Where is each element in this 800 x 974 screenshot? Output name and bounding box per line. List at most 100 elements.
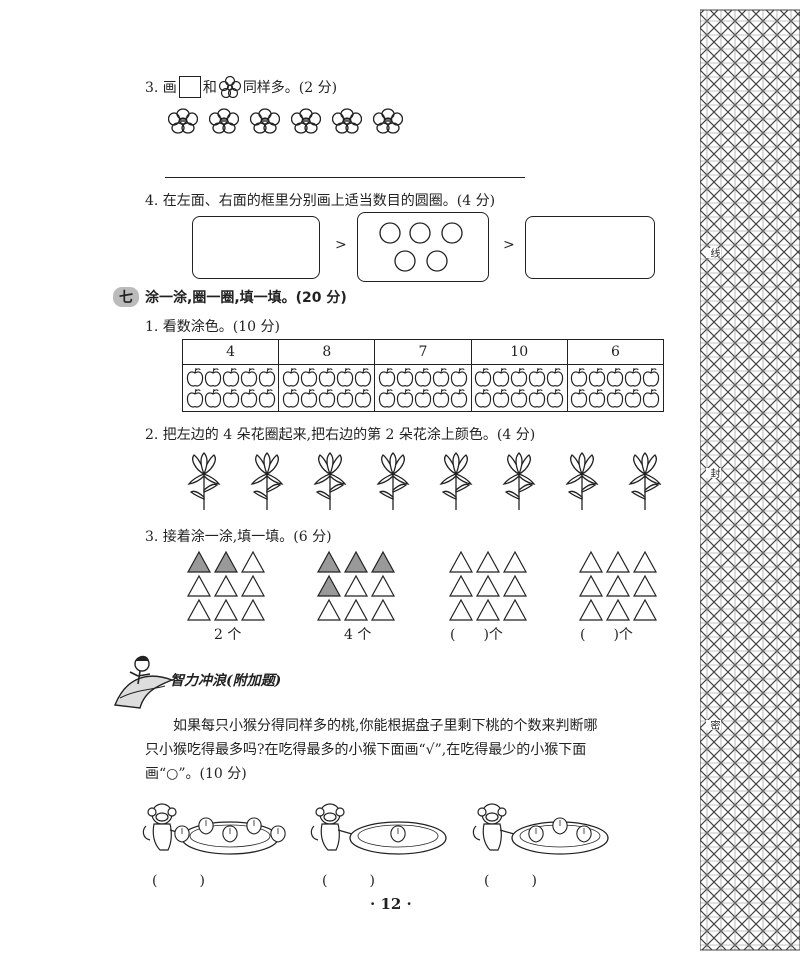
apple-icon[interactable] xyxy=(546,388,564,409)
apple-icon[interactable] xyxy=(432,388,450,409)
apple-icon[interactable] xyxy=(570,367,588,388)
apple-icon[interactable] xyxy=(300,388,318,409)
empty-triangle[interactable] xyxy=(605,574,631,597)
empty-triangle[interactable] xyxy=(240,598,266,621)
answer-blank-2[interactable]: ( ) xyxy=(322,873,375,889)
apple-icon[interactable] xyxy=(258,388,276,409)
apple-icon[interactable] xyxy=(300,367,318,388)
empty-triangle[interactable] xyxy=(475,550,501,573)
empty-triangle[interactable] xyxy=(502,598,528,621)
apple-icon[interactable] xyxy=(282,367,300,388)
shaded-triangle[interactable] xyxy=(186,550,212,573)
shaded-triangle[interactable] xyxy=(316,574,342,597)
empty-triangle[interactable] xyxy=(502,574,528,597)
empty-triangle[interactable] xyxy=(343,598,369,621)
apple-icon[interactable] xyxy=(396,367,414,388)
empty-triangle[interactable] xyxy=(578,550,604,573)
apple-icon[interactable] xyxy=(414,367,432,388)
apple-icon[interactable] xyxy=(606,367,624,388)
apple-icon[interactable] xyxy=(282,388,300,409)
empty-triangle[interactable] xyxy=(448,598,474,621)
apple-icon[interactable] xyxy=(450,388,468,409)
apple-icon[interactable] xyxy=(378,388,396,409)
empty-triangle[interactable] xyxy=(370,598,396,621)
apple-icon[interactable] xyxy=(186,388,204,409)
apple-icon[interactable] xyxy=(204,367,222,388)
apple-icon[interactable] xyxy=(528,388,546,409)
apple-icon[interactable] xyxy=(186,367,204,388)
tulip-flower-icon[interactable] xyxy=(501,452,537,512)
apple-icon[interactable] xyxy=(318,367,336,388)
apple-icon[interactable] xyxy=(354,388,372,409)
empty-triangle[interactable] xyxy=(240,550,266,573)
apple-icon[interactable] xyxy=(474,388,492,409)
apple-icon[interactable] xyxy=(546,367,564,388)
apple-cell[interactable] xyxy=(183,365,278,411)
apple-icon[interactable] xyxy=(492,388,510,409)
empty-triangle[interactable] xyxy=(316,598,342,621)
apple-icon[interactable] xyxy=(624,388,642,409)
apple-icon[interactable] xyxy=(240,388,258,409)
apple-icon[interactable] xyxy=(510,388,528,409)
empty-triangle[interactable] xyxy=(605,550,631,573)
empty-triangle[interactable] xyxy=(186,598,212,621)
apple-icon[interactable] xyxy=(642,388,660,409)
tulip-flower-icon[interactable] xyxy=(375,452,411,512)
empty-triangle[interactable] xyxy=(213,574,239,597)
apple-icon[interactable] xyxy=(510,367,528,388)
apple-icon[interactable] xyxy=(354,367,372,388)
empty-triangle[interactable] xyxy=(475,574,501,597)
empty-triangle[interactable] xyxy=(448,574,474,597)
empty-triangle[interactable] xyxy=(578,574,604,597)
empty-triangle[interactable] xyxy=(370,574,396,597)
apple-cell[interactable] xyxy=(279,365,374,411)
apple-icon[interactable] xyxy=(396,388,414,409)
apple-icon[interactable] xyxy=(378,367,396,388)
apple-icon[interactable] xyxy=(642,367,660,388)
apple-icon[interactable] xyxy=(606,388,624,409)
answer-line[interactable] xyxy=(165,177,525,178)
q4-left-box[interactable] xyxy=(192,216,320,279)
empty-triangle[interactable] xyxy=(475,598,501,621)
apple-icon[interactable] xyxy=(336,388,354,409)
apple-icon[interactable] xyxy=(570,388,588,409)
apple-icon[interactable] xyxy=(336,367,354,388)
empty-triangle[interactable] xyxy=(502,550,528,573)
apple-icon[interactable] xyxy=(492,367,510,388)
apple-icon[interactable] xyxy=(258,367,276,388)
apple-icon[interactable] xyxy=(204,388,222,409)
apple-icon[interactable] xyxy=(414,388,432,409)
shaded-triangle[interactable] xyxy=(370,550,396,573)
empty-triangle[interactable] xyxy=(240,574,266,597)
empty-triangle[interactable] xyxy=(605,598,631,621)
tulip-flower-icon[interactable] xyxy=(438,452,474,512)
empty-triangle[interactable] xyxy=(213,598,239,621)
empty-triangle[interactable] xyxy=(343,574,369,597)
tulip-flower-icon[interactable] xyxy=(312,452,348,512)
apple-icon[interactable] xyxy=(222,388,240,409)
shaded-triangle[interactable] xyxy=(343,550,369,573)
apple-icon[interactable] xyxy=(450,367,468,388)
empty-triangle[interactable] xyxy=(578,598,604,621)
empty-triangle[interactable] xyxy=(632,598,658,621)
apple-icon[interactable] xyxy=(624,367,642,388)
apple-cell[interactable] xyxy=(375,365,470,411)
empty-triangle[interactable] xyxy=(448,550,474,573)
apple-icon[interactable] xyxy=(588,388,606,409)
answer-blank-3[interactable]: ( ) xyxy=(484,873,537,889)
tulip-flower-icon[interactable] xyxy=(186,452,222,512)
tulip-flower-icon[interactable] xyxy=(627,452,663,512)
shaded-triangle[interactable] xyxy=(213,550,239,573)
q4-right-box[interactable] xyxy=(525,216,655,279)
shaded-triangle[interactable] xyxy=(316,550,342,573)
apple-icon[interactable] xyxy=(474,367,492,388)
tulip-flower-icon[interactable] xyxy=(564,452,600,512)
apple-icon[interactable] xyxy=(222,367,240,388)
empty-triangle[interactable] xyxy=(632,550,658,573)
apple-cell[interactable] xyxy=(568,365,663,411)
apple-icon[interactable] xyxy=(432,367,450,388)
tulip-flower-icon[interactable] xyxy=(249,452,285,512)
apple-icon[interactable] xyxy=(318,388,336,409)
answer-blank-1[interactable]: ( ) xyxy=(152,873,205,889)
apple-icon[interactable] xyxy=(588,367,606,388)
